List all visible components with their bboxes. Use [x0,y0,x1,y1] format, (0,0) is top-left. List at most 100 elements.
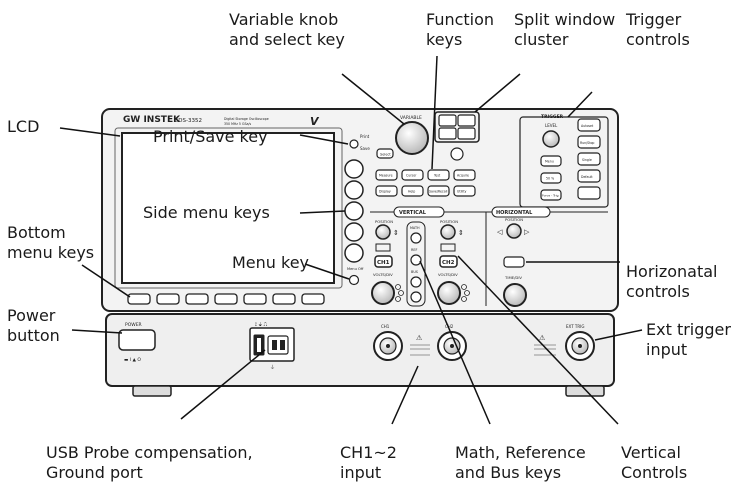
function-key-label: Acquire [457,174,469,178]
ch2-position-label: POSITION [440,219,458,224]
leader-trigger [567,91,593,118]
ch1-volts-div-knob[interactable] [371,281,395,305]
leader-variable [341,73,405,125]
force-trig-key[interactable] [540,189,562,201]
variable-knob[interactable] [395,121,429,155]
ch1-volts-div-label: VOLTS/DIV [373,272,393,277]
vertical-header [393,206,445,218]
function-key[interactable] [401,185,424,197]
warning-icon: ⚠ [416,334,423,342]
split-window-key[interactable] [438,127,457,140]
power-label: POWER [125,322,142,328]
callout-power-button: Power button [7,306,60,345]
run-stop-key[interactable] [577,135,601,149]
function-key[interactable] [427,169,450,181]
right-foot [565,385,605,397]
vertical-label: VERTICAL [399,210,427,216]
usb-port-inner [257,338,261,352]
leader-lcd [59,127,121,137]
function-key[interactable] [453,169,476,181]
ch1-range-led [395,296,401,302]
ch1-key[interactable] [374,255,393,268]
trigger-menu-key[interactable] [540,155,562,167]
print-key[interactable] [349,139,359,149]
leader-ch-input [391,365,419,425]
bottom-menu-key[interactable] [214,293,238,305]
callout-lcd: LCD [7,117,40,136]
bottom-menu-key[interactable] [301,293,325,305]
math-key[interactable] [410,232,422,244]
menu-key[interactable] [348,274,360,286]
function-key-label: Test [433,174,441,178]
select-label: Select [380,153,391,157]
ch1-bnc-pin [386,344,390,348]
side-menu-key[interactable] [344,243,364,263]
ext-trigger-pin [578,344,582,348]
side-menu-key[interactable] [344,159,364,179]
function-key[interactable] [453,185,476,197]
leader-split-window [474,73,521,113]
callout-usb-probe: USB Probe compensation, Ground port [46,443,253,482]
bottom-menu-key[interactable] [185,293,209,305]
ground-terminal [280,340,285,350]
autoset-key[interactable] [577,118,601,132]
left-arrow-icon: ◁ [497,228,503,236]
zoom-key[interactable] [503,256,525,268]
ch2-input-label: CH2 [445,324,454,329]
ch2-position-knob[interactable] [440,224,456,240]
callout-trigger-controls: Trigger controls [626,10,690,49]
ch1-indicator [375,243,391,252]
lcd-screen [121,132,335,284]
leader-lines [59,55,643,425]
function-key-label: Display [379,190,391,194]
function-key[interactable] [427,185,450,197]
function-key[interactable] [375,185,398,197]
side-menu-key[interactable] [344,201,364,221]
side-menu-key[interactable] [344,180,364,200]
side-menu-key[interactable] [344,222,364,242]
function-key-label: Utility [457,190,466,194]
function-keys-group: Measure Cursor Test Acquire Display Help… [375,169,476,197]
bottom-menu-key[interactable] [272,293,296,305]
single-key[interactable] [577,152,601,166]
bottom-bezel [105,313,615,387]
ref-key[interactable] [410,254,422,266]
time-div-knob[interactable] [503,283,527,307]
bottom-menu-key[interactable] [156,293,180,305]
ch1-input-label: CH1 [381,324,390,329]
extra-key[interactable] [410,291,422,303]
trigger-level-knob[interactable] [542,130,560,148]
series-logo: V [310,115,320,128]
ch2-volts-div-label: VOLTS/DIV [438,272,458,277]
trigger-50-key[interactable] [540,172,562,184]
usb-icon: ⟟ ⏚ ⎍ [255,322,268,328]
trigger-key-label: Menu [545,160,554,164]
hardcopy-key[interactable] [450,147,464,161]
trigger-key-label: Default [581,175,593,179]
split-window-key[interactable] [457,114,476,127]
horizontal-position-knob[interactable] [506,223,522,239]
brand-logo: GW INSTEK [123,115,181,125]
ch1-position-label: POSITION [375,219,393,224]
auto-key[interactable] [577,186,601,200]
callout-math-ref-bus: Math, Reference and Bus keys [455,443,586,482]
power-button[interactable] [118,329,156,351]
select-key[interactable] [376,148,394,159]
split-window-key[interactable] [457,127,476,140]
bus-key[interactable] [410,276,422,288]
ch1-key-label: CH1 [377,260,390,266]
default-key[interactable] [577,169,601,183]
function-key[interactable] [375,169,398,181]
bottom-menu-key[interactable] [243,293,267,305]
callout-function-keys: Function keys [426,10,495,49]
time-div-label: TIME/DIV [504,275,522,280]
split-window-key[interactable] [438,114,457,127]
function-key[interactable] [401,169,424,181]
ch1-position-knob[interactable] [375,224,391,240]
trigger-key-label: Autoset [581,124,594,128]
ch2-volts-div-knob[interactable] [437,281,461,305]
bottom-menu-key[interactable] [127,293,151,305]
function-key-label: Measure [379,174,393,178]
function-key-label: Help [408,190,415,194]
ch2-key[interactable] [439,255,458,268]
